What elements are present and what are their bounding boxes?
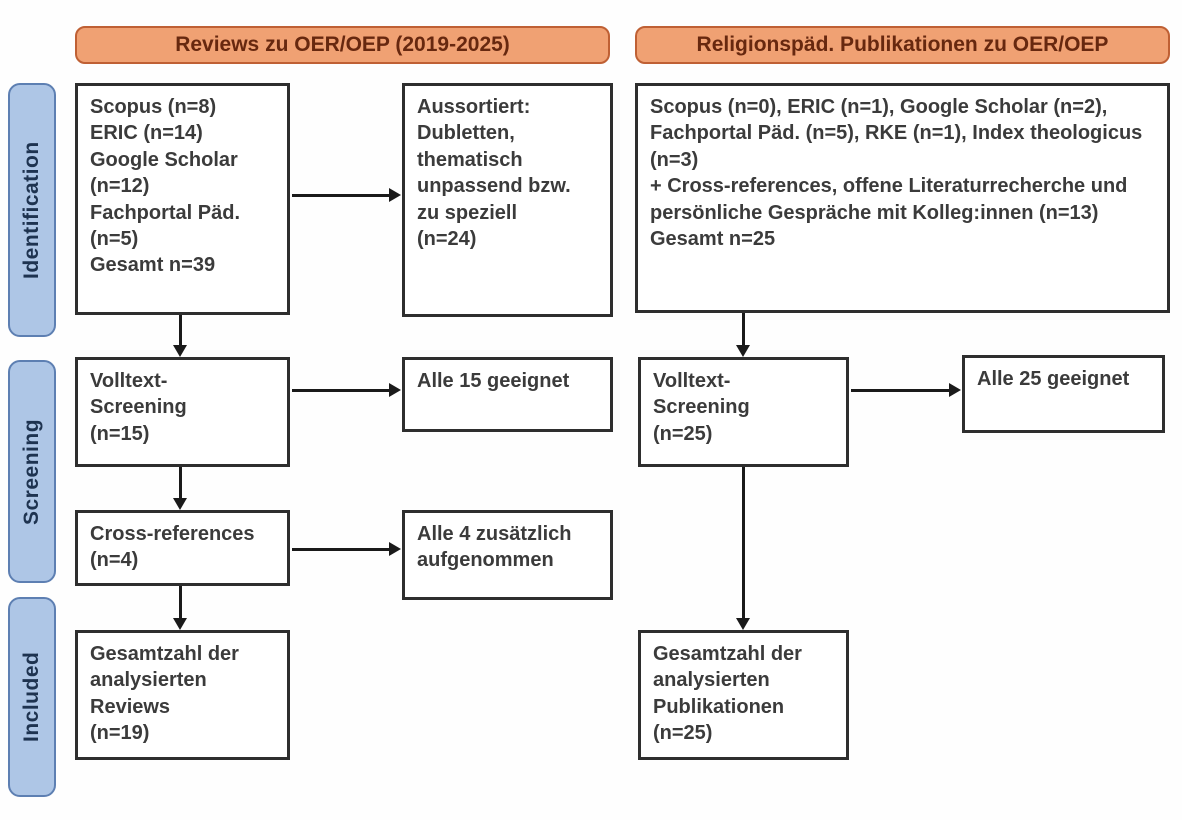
arrow-right-fulltext-to-included <box>736 467 750 630</box>
arrow-right-sources-to-fulltext <box>736 313 750 357</box>
arrow-left-fulltext-to-crossref <box>173 467 187 510</box>
stage-label-screening: Screening <box>8 360 56 583</box>
arrow-right-fulltext-to-result <box>851 383 961 397</box>
box-right-fulltext-result: Alle 25 geeignet <box>962 355 1165 433</box>
box-left-sources: Scopus (n=8) ERIC (n=14) Google Scholar … <box>75 83 290 315</box>
column-header-reviews: Reviews zu OER/OEP (2019-2025) <box>75 26 610 64</box>
box-left-fulltext-result: Alle 15 geeignet <box>402 357 613 432</box>
arrow-left-fulltext-to-result <box>292 383 401 397</box>
arrow-left-sources-to-fulltext <box>173 315 187 357</box>
box-left-fulltext-screening: Volltext- Screening (n=15) <box>75 357 290 467</box>
arrow-left-crossref-to-result <box>292 542 401 556</box>
box-right-sources: Scopus (n=0), ERIC (n=1), Google Scholar… <box>635 83 1170 313</box>
box-left-crossreferences: Cross-references (n=4) <box>75 510 290 586</box>
arrow-left-crossref-to-included <box>173 586 187 630</box>
box-right-included-total: Gesamtzahl der analysierten Publikatione… <box>638 630 849 760</box>
column-header-religionspaed: Religionspäd. Publikationen zu OER/OEP <box>635 26 1170 64</box>
box-left-crossref-result: Alle 4 zusätzlich aufgenommen <box>402 510 613 600</box>
stage-label-identification: Identification <box>8 83 56 337</box>
box-left-included-total: Gesamtzahl der analysierten Reviews (n=1… <box>75 630 290 760</box>
box-left-excluded: Aussortiert: Dubletten, thematisch unpas… <box>402 83 613 317</box>
arrow-left-sources-to-excluded <box>292 188 401 202</box>
stage-label-included: Included <box>8 597 56 797</box>
box-right-fulltext-screening: Volltext- Screening (n=25) <box>638 357 849 467</box>
